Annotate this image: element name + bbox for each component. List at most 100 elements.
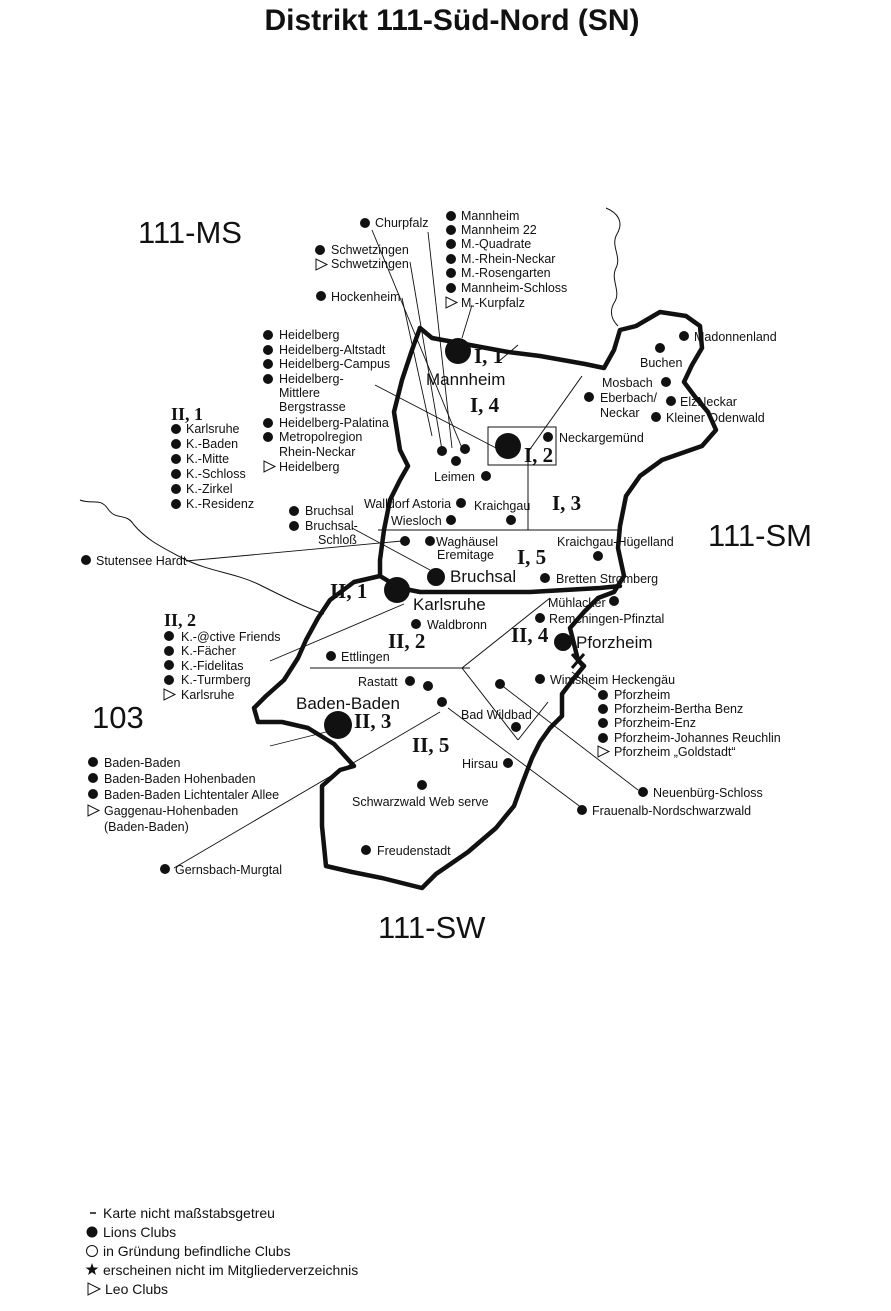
club-bruchsal-schloss: Bruchsal-: [305, 519, 358, 533]
zone-label-ii1: II, 1: [330, 579, 367, 603]
club-remchingen: Remchingen-Pfinztal: [549, 612, 664, 626]
club-dot-bruchsal-schloss: [289, 521, 299, 531]
club-badwildbad: Bad Wildbad: [461, 708, 532, 722]
dot-ettlingen: [326, 651, 336, 661]
dot-schwarzwald: [417, 780, 427, 790]
dot-leimen: [481, 471, 491, 481]
club-pforzheim-2: Pforzheim-Enz: [614, 716, 696, 730]
city-label-karlsruhe: Karlsruhe: [413, 595, 486, 614]
pforzheim-cross: [570, 653, 586, 669]
zone-heading-ii1: II, 1: [171, 404, 203, 424]
club-muehlacker: Mühlacker: [548, 596, 606, 610]
club-heidelberg-5b: Rhein-Neckar: [279, 445, 355, 459]
club-heidelberg-5: Metropolregion: [279, 430, 362, 444]
legend-star-icon: [85, 1263, 99, 1275]
legend-leo-icon: [87, 1282, 102, 1296]
city-label-bruchsal: Bruchsal: [450, 567, 516, 586]
club-waldbronn: Waldbronn: [427, 618, 487, 632]
city-dot-pforzheim: [554, 633, 572, 651]
legend-founding: in Gründung befindliche Clubs: [103, 1243, 291, 1259]
river-rhine-west: [79, 499, 325, 615]
leo-pforzheim: Pforzheim „Goldstadt“: [614, 745, 736, 759]
club-madonnenland: Madonnenland: [694, 330, 777, 344]
leo-mannheim: M.-Kurpfalz: [461, 296, 525, 310]
leo-schwetzingen: Schwetzingen: [331, 257, 409, 271]
club-karlsruhe-5: K.-Residenz: [186, 497, 254, 511]
club-dot-frauenalb: [577, 805, 587, 815]
club-mannheim-0: Mannheim: [461, 209, 519, 223]
dot-neckargemuend: [543, 432, 553, 442]
city-dot-badenbaden: [324, 711, 352, 739]
district-boundary: [251, 309, 719, 891]
club-rastatt: Rastatt: [358, 675, 398, 689]
city-label-mannheim: Mannheim: [426, 370, 505, 389]
dot-wiesloch: [446, 515, 456, 525]
legend-not-listed: erscheinen nicht im Mitgliederverzeichni…: [103, 1262, 358, 1278]
map-title: Distrikt 111-Süd-Nord (SN): [264, 4, 639, 37]
city-dot-karlsruhe: [384, 577, 410, 603]
club-schwetzingen: Schwetzingen: [331, 243, 409, 257]
dot-muehlacker: [609, 596, 619, 606]
club-badenbaden-1: Baden-Baden Hohenbaden: [104, 772, 256, 786]
club-eberbach-2: Neckar: [600, 406, 640, 420]
club-heidelberg-2: Heidelberg-Campus: [279, 357, 390, 371]
club-dot-churpfalz: [360, 218, 370, 228]
club-karlsruhe-4: K.-Zirkel: [186, 482, 233, 496]
dot-leimen-b: [451, 456, 461, 466]
club-karlsruhe-3: K.-Schloss: [186, 467, 246, 481]
club-gernsbach: Gernsbach-Murgtal: [175, 863, 282, 877]
dot-bruchsal-club: [400, 536, 410, 546]
club-dot-hockenheim: [316, 291, 326, 301]
club-dot-schwetzingen: [315, 245, 325, 255]
city-label-pforzheim: Pforzheim: [576, 633, 653, 652]
boundary-main: [251, 309, 719, 891]
city-dot-bruchsal: [427, 568, 445, 586]
dot-kraichgau: [506, 515, 516, 525]
leo-gaggenau: Gaggenau-Hohenbaden: [104, 804, 238, 818]
dot-leimen-a: [437, 446, 447, 456]
club-churpfalz: Churpfalz: [375, 216, 429, 230]
boundary-inner-north: [377, 325, 423, 579]
zone-label-i5: I, 5: [517, 545, 546, 569]
mannheim-club-list: Mannheim Mannheim 22 M.-Quadrate M.-Rhei…: [445, 209, 567, 310]
club-badenbaden-0: Baden-Baden: [104, 756, 181, 770]
club-dot-stutensee: [81, 555, 91, 565]
dot-mosbach: [661, 377, 671, 387]
leo-heidelberg: Heidelberg: [279, 460, 340, 474]
leader-lines: [173, 229, 639, 869]
club-frauenalb: Frauenalb-Nordschwarzwald: [592, 804, 751, 818]
city-dot-mannheim: [445, 338, 471, 364]
club-karlsruhe-0: Karlsruhe: [186, 422, 240, 436]
club-neckargemuend: Neckargemünd: [559, 431, 644, 445]
badenbaden-club-list: Baden-Baden Baden-Baden Hohenbaden Baden…: [87, 756, 279, 834]
club-schwarzwald: Schwarzwald Web serve: [352, 795, 489, 809]
legend-lions-icon: [86, 1226, 98, 1238]
club-pforzheim-0: Pforzheim: [614, 688, 670, 702]
karlsruhe-club-list: Karlsruhe K.-Baden K.-Mitte K.-Schloss K…: [171, 422, 254, 511]
dot-remchingen: [535, 613, 545, 623]
neighbor-111-ms: 111-MS: [138, 215, 242, 250]
club-heidelberg-1: Heidelberg-Altstadt: [279, 343, 386, 357]
zone-label-ii3: II, 3: [354, 709, 391, 733]
club-mannheim-5: Mannheim-Schloss: [461, 281, 567, 295]
club-neuenbuerg: Neuenbürg-Schloss: [653, 786, 763, 800]
club-eberbach: Eberbach/: [600, 391, 658, 405]
city-label-badenbaden: Baden-Baden: [296, 694, 400, 713]
club-karlsruhe-1: K.-Baden: [186, 437, 238, 451]
club-ettlingen: Ettlingen: [341, 650, 390, 664]
leo-icon-mannheim: [445, 296, 459, 309]
zone-box-i2: [487, 426, 557, 466]
legend: Karte nicht maßstabsgetreu Lions Clubs i…: [85, 1205, 358, 1297]
club-walldorf: Walldorf Astoria: [364, 497, 451, 511]
location-markers: [326, 331, 689, 855]
club-mannheim-3: M.-Rhein-Neckar: [461, 252, 555, 266]
club-badenbaden-2: Baden-Baden Lichtentaler Allee: [104, 788, 279, 802]
legend-note: Karte nicht maßstabsgetreu: [103, 1205, 275, 1221]
zone-label-ii5: II, 5: [412, 733, 449, 757]
club-pforzheim-3: Pforzheim-Johannes Reuchlin: [614, 731, 781, 745]
neighbor-103: 103: [92, 700, 144, 735]
rivers: [79, 207, 621, 615]
city-dot-heidelberg: [495, 433, 521, 459]
dot-waldbronn: [411, 619, 421, 629]
dot-waghaeusel: [425, 536, 435, 546]
